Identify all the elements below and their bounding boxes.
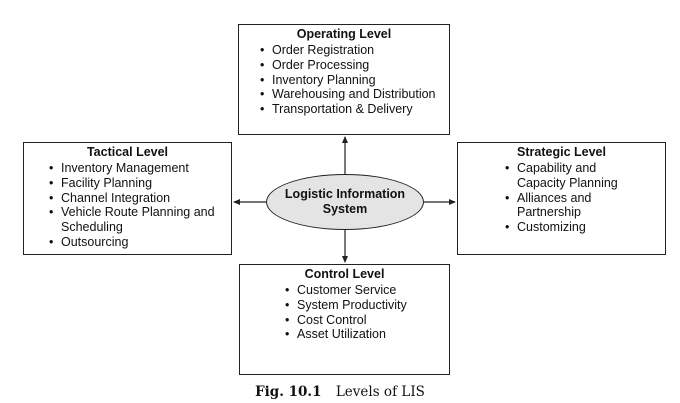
list-item: Inventory Planning	[260, 73, 449, 88]
list-item: Channel Integration	[49, 191, 231, 206]
list-item: Outsourcing	[49, 235, 231, 250]
tactical-level-box: Tactical Level Inventory Management Faci…	[23, 142, 232, 255]
list-item: Inventory Management	[49, 161, 231, 176]
list-item-line: Capability and	[517, 161, 597, 175]
center-label-line: Logistic Information	[284, 187, 406, 201]
center-label-line: System	[322, 202, 368, 216]
strategic-level-box: Strategic Level Capability and Capacity …	[457, 142, 666, 255]
list-item: Order Processing	[260, 58, 449, 73]
strategic-level-list: Capability and Capacity Planning Allianc…	[505, 161, 665, 235]
control-level-title: Control Level	[304, 267, 385, 281]
list-item-line: Alliances and	[517, 190, 592, 205]
control-level-list: Customer Service System Productivity Cos…	[285, 283, 449, 342]
list-item: Customer Service	[285, 283, 449, 298]
tactical-level-list: Inventory Management Facility Planning C…	[49, 161, 231, 250]
list-item: Facility Planning	[49, 176, 231, 191]
list-item: Capability and Capacity Planning	[505, 161, 665, 191]
list-item: Cost Control	[285, 313, 449, 328]
figure-caption: Fig. 10.1 Levels of LIS	[0, 384, 680, 400]
figure-number: Fig. 10.1	[255, 384, 322, 400]
strategic-level-title: Strategic Level	[517, 145, 606, 159]
operating-level-list: Order Registration Order Processing Inve…	[260, 43, 449, 117]
list-item: Customizing	[505, 220, 665, 235]
list-item: Vehicle Route Planning and Scheduling	[49, 205, 231, 235]
list-item-line: Partnership	[517, 205, 581, 220]
list-item: Asset Utilization	[285, 327, 449, 342]
list-item-line: Vehicle Route Planning and	[61, 205, 215, 220]
list-item: Order Registration	[260, 43, 449, 58]
figure-title: Levels of LIS	[335, 384, 425, 400]
list-item: Alliances and Partnership	[505, 191, 665, 221]
list-item: Transportation & Delivery	[260, 102, 449, 117]
operating-level-title: Operating Level	[296, 27, 392, 41]
list-item: System Productivity	[285, 298, 449, 313]
lis-center-ellipse: Logistic Information System	[266, 174, 424, 230]
list-item-line: Capacity Planning	[517, 175, 618, 190]
list-item: Warehousing and Distribution	[260, 87, 449, 102]
operating-level-box: Operating Level Order Registration Order…	[238, 24, 450, 135]
control-level-box: Control Level Customer Service System Pr…	[239, 264, 450, 375]
tactical-level-title: Tactical Level	[86, 145, 169, 159]
list-item-line: Scheduling	[61, 220, 123, 235]
